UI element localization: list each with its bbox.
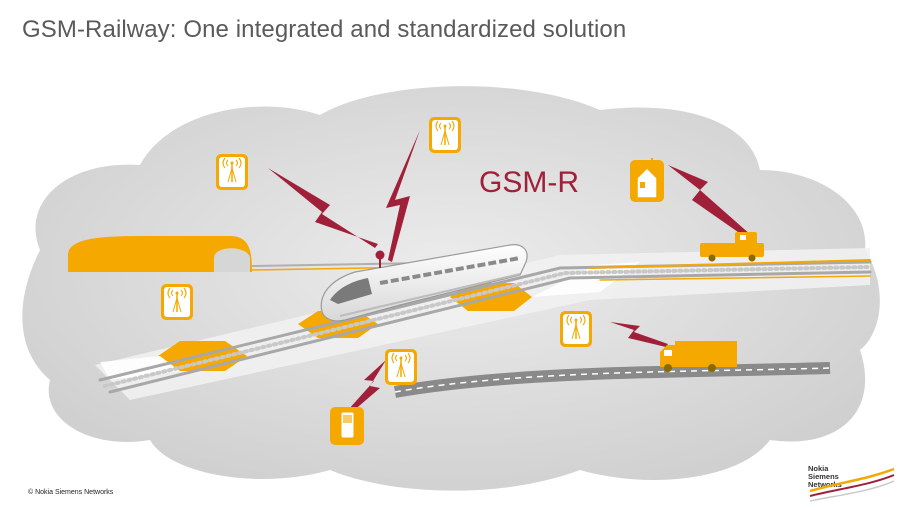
antenna-icon (384, 348, 418, 386)
nokia-siemens-logo: Nokia Siemens Networks (808, 465, 898, 505)
copyright-text: © Nokia Siemens Networks (28, 489, 114, 496)
antenna-icon (559, 310, 593, 348)
slide-title: GSM-Railway: One integrated and standard… (22, 16, 627, 43)
network-label: GSM-R (479, 166, 579, 199)
depot-building-icon (630, 158, 664, 202)
brand-swoosh-icon (809, 467, 895, 502)
antenna-icon (215, 153, 249, 191)
antenna-icon (428, 116, 462, 154)
handheld-terminal-icon (330, 407, 364, 445)
main-railway (98, 259, 872, 394)
radio-link-truck (610, 322, 668, 347)
road (393, 362, 831, 398)
brand-name: Nokia Siemens Networks (808, 465, 848, 489)
brand-line-2: Networks (808, 480, 842, 489)
radio-link-handheld (348, 360, 386, 412)
radio-links (268, 130, 752, 412)
radio-link-train-top (386, 130, 420, 262)
radio-link-train-left (268, 168, 378, 248)
track-bed (95, 248, 870, 400)
maintenance-truck-icon (660, 341, 737, 372)
antenna-icon (160, 283, 194, 321)
high-speed-train-icon (320, 244, 528, 322)
shunting-locomotive-icon (700, 232, 764, 262)
radio-link-loco (668, 165, 752, 239)
brand-line-1: Nokia Siemens (808, 464, 839, 481)
